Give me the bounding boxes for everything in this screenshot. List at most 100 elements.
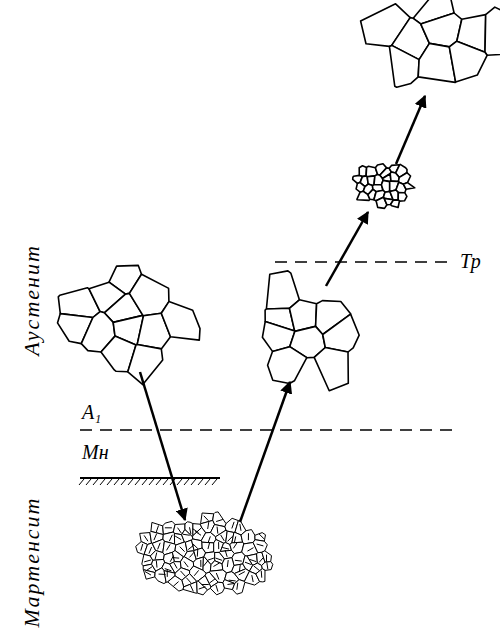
hatch-stroke	[205, 479, 210, 485]
martensite-plate	[178, 528, 182, 534]
grain-cell	[485, 7, 500, 55]
grain-cell	[256, 569, 265, 582]
martensite-plate	[172, 557, 179, 559]
hatch-stroke	[163, 479, 168, 485]
martensite-plate	[149, 547, 152, 553]
grain-cell	[128, 345, 163, 385]
martensite-plate	[165, 569, 172, 571]
martensite-plate	[181, 571, 186, 576]
martensite-plate	[146, 567, 152, 571]
austenite-grains	[58, 265, 201, 384]
martensite-plate	[216, 573, 219, 579]
martensite-plate	[195, 531, 201, 535]
austenite-grains	[262, 271, 359, 391]
martensite-plate	[216, 519, 223, 521]
martensite-plate	[190, 527, 191, 534]
martensite-plate	[184, 561, 188, 567]
hatch-stroke	[79, 479, 84, 485]
martensite-plate	[156, 525, 158, 532]
martensite-plate	[216, 585, 218, 592]
grain-cell	[143, 570, 155, 580]
martensite-plate	[165, 527, 172, 528]
martensite-plate	[197, 550, 198, 557]
martensite-plate	[180, 547, 185, 552]
martensite-plate	[247, 548, 253, 551]
martensite-plate	[210, 579, 216, 583]
martensite-plate	[141, 544, 143, 551]
grain-cell	[391, 200, 400, 208]
ms-ground-line	[79, 478, 220, 485]
martensite-plate	[202, 584, 209, 585]
martensite-plate	[236, 583, 238, 590]
martensite-plate	[229, 580, 236, 582]
martensite-plate	[174, 562, 177, 568]
martensite-plate	[225, 550, 227, 557]
martensite-plate	[175, 536, 181, 540]
martensite-plate	[194, 570, 198, 575]
martensite-grains	[136, 512, 273, 595]
grain-cell	[161, 302, 200, 341]
martensite-plate	[254, 566, 259, 570]
hatch-stroke	[135, 479, 140, 485]
martensite-plate	[144, 560, 151, 562]
martensite-plate	[266, 555, 267, 562]
fine-grains	[353, 164, 415, 209]
martensite-plate	[267, 562, 268, 569]
hatch-stroke	[156, 479, 161, 485]
grain-cell	[210, 582, 224, 595]
grain-cell	[198, 576, 211, 590]
martensite-plate	[183, 534, 190, 535]
a1-level-line	[80, 429, 460, 431]
martensite-plate	[216, 558, 223, 560]
martensite-plate	[188, 545, 193, 549]
martensite-plate	[248, 533, 249, 540]
martensite-plate	[154, 534, 157, 540]
grain-cell	[268, 347, 307, 384]
martensite-plate	[167, 570, 168, 577]
grain-cell	[233, 580, 245, 595]
hatch-stroke	[114, 479, 119, 485]
martensite-plate	[222, 547, 229, 549]
martensite-plate	[259, 534, 264, 539]
grain-cell	[262, 551, 272, 562]
martensite-plate	[245, 562, 252, 564]
martensite-plate	[155, 553, 157, 560]
grain-cell	[152, 539, 164, 552]
process-arrow	[140, 372, 185, 520]
martensite-plate	[204, 516, 209, 521]
process-arrow	[240, 382, 290, 522]
tr-level-line	[275, 261, 455, 263]
grain-cell	[241, 530, 255, 544]
grain-cell	[232, 532, 243, 542]
martensite-plate	[158, 543, 161, 550]
hatch-stroke	[107, 479, 112, 485]
hatch-stroke	[142, 479, 147, 485]
martensite-plate	[235, 560, 242, 562]
grain-cell	[201, 533, 216, 543]
hatch-stroke	[191, 479, 196, 485]
martensite-plate	[227, 583, 234, 584]
martensite-plate	[250, 559, 257, 561]
martensite-plate	[234, 536, 236, 543]
grain-cell	[168, 576, 184, 591]
process-arrow	[326, 212, 368, 286]
martensite-plate	[170, 556, 173, 562]
hatch-stroke	[184, 479, 189, 485]
martensite-plate	[213, 563, 219, 567]
martensite-plate	[239, 565, 241, 572]
grain-cell	[449, 41, 487, 82]
martensite-plate	[156, 561, 158, 568]
martensite-plate	[221, 535, 225, 541]
martensite-plate	[193, 544, 198, 549]
martensite-plate	[199, 587, 206, 589]
martensite-plate	[218, 542, 219, 549]
martensite-plate	[207, 558, 214, 560]
martensite-plate	[144, 535, 148, 541]
martensite-plate	[232, 522, 234, 529]
martensite-plate	[167, 544, 171, 550]
process-arrow	[396, 96, 425, 164]
martensite-plate	[259, 557, 264, 562]
grain-cell	[314, 348, 348, 391]
martensite-plate	[145, 572, 151, 576]
